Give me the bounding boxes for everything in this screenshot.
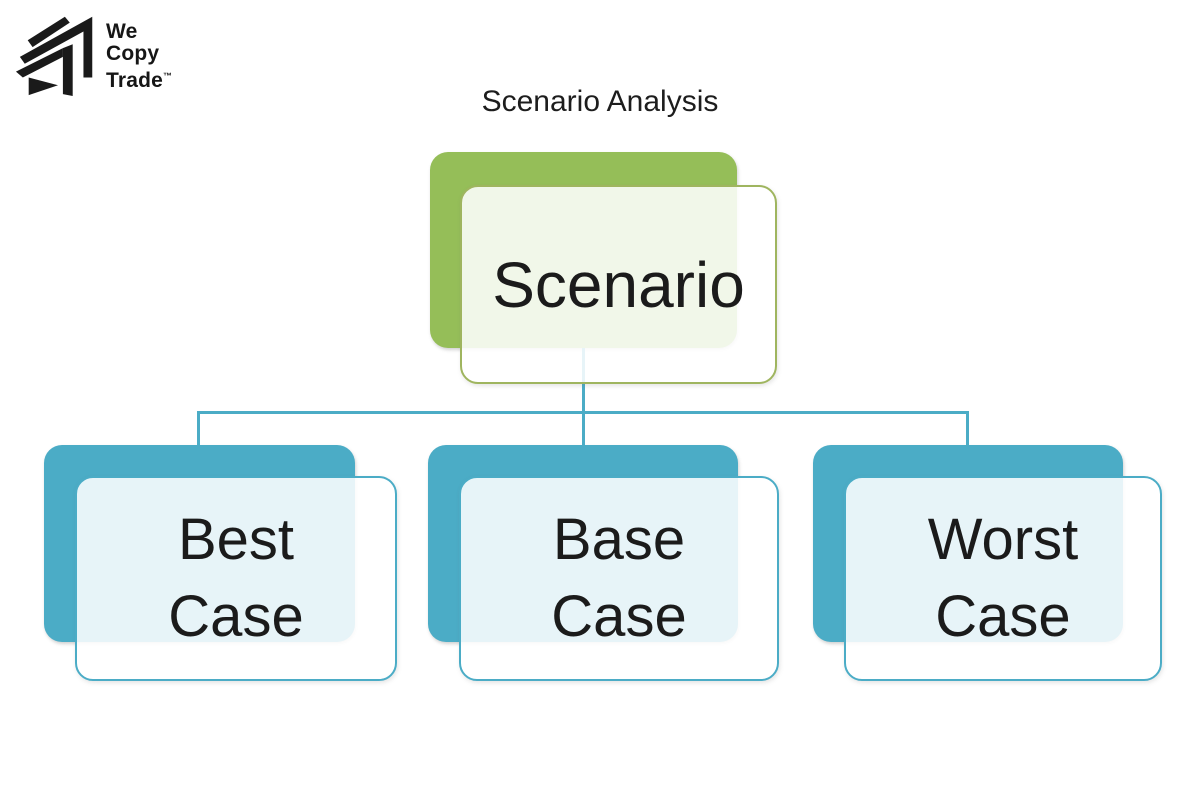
trademark-symbol: ™ bbox=[163, 71, 173, 81]
connector-root-vertical bbox=[582, 348, 585, 446]
connector-horizontal bbox=[197, 411, 969, 414]
node-base-case: Base Case bbox=[459, 476, 779, 681]
wecopytrade-arrow-icon bbox=[15, 16, 93, 97]
node-worst-case: Worst Case bbox=[844, 476, 1162, 681]
node-base-case-label: Base Case bbox=[551, 506, 687, 649]
brand-name: We Copy Trade™ bbox=[106, 21, 172, 92]
node-best-case-label: Best Case bbox=[168, 506, 304, 649]
node-worst-case-label: Worst Case bbox=[927, 506, 1079, 649]
node-scenario-label: Scenario bbox=[492, 248, 745, 321]
connector-right-vertical bbox=[966, 411, 969, 446]
node-best-case: Best Case bbox=[75, 476, 397, 681]
brand-logo: We Copy Trade™ bbox=[14, 6, 214, 106]
brand-line-3: Trade™ bbox=[106, 69, 173, 92]
brand-line-2: Copy bbox=[106, 42, 160, 65]
diagram-title: Scenario Analysis bbox=[481, 85, 719, 118]
node-scenario: Scenario bbox=[460, 185, 777, 384]
brand-line-1: We bbox=[106, 20, 138, 43]
connector-left-vertical bbox=[197, 411, 200, 446]
